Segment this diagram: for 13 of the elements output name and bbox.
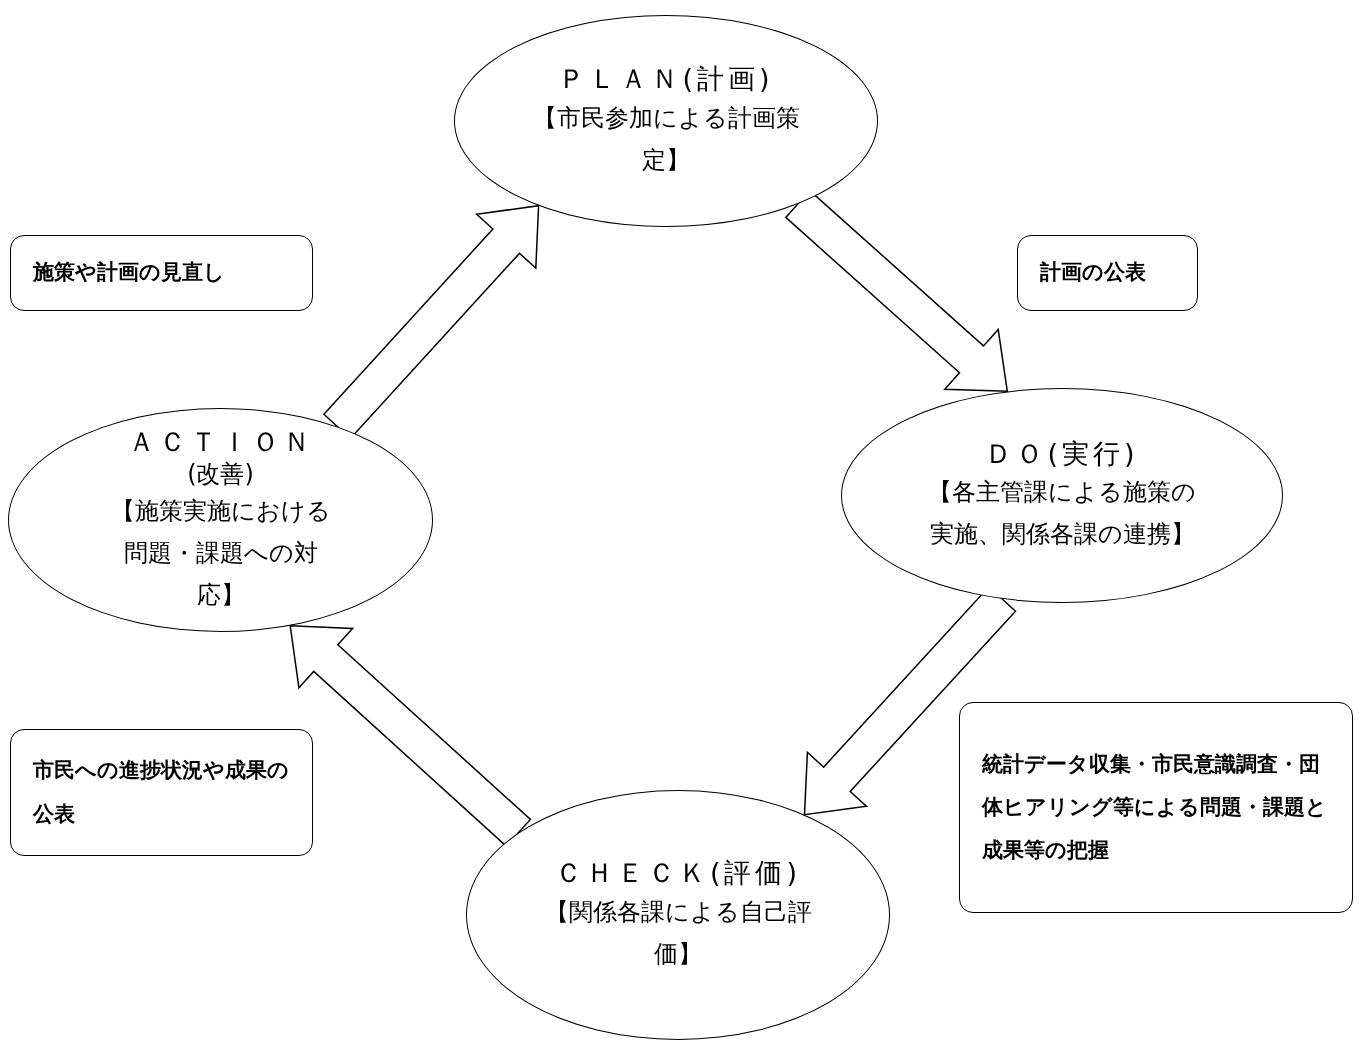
note-box: 計画の公表	[1017, 235, 1198, 311]
phase-description: 【関係各課による自己評価】	[543, 896, 813, 970]
phase-title: ＡＣＴＩＯＮ	[127, 424, 314, 459]
phase-description: 【施策実施における問題・課題への対応】	[109, 496, 332, 612]
phase-title: ＰＬＡＮ(計画)	[558, 62, 774, 97]
phase-title: ＣＨＥＣＫ(評価)	[554, 856, 802, 891]
phase-description: 【市民参加による計画策定】	[531, 102, 801, 176]
phase-description: 【各主管課による施策の実施、関係各課の連携】	[927, 477, 1197, 551]
note-box: 市民への進捗状況や成果の公表	[10, 729, 313, 856]
note-box: 統計データ収集・市民意識調査・団体ヒアリング等による問題・課題と成果等の把握	[959, 702, 1353, 913]
note-box: 施策や計画の見直し	[10, 235, 313, 311]
phase-title: ＤＯ(実行)	[985, 436, 1139, 471]
phase-subtitle: (改善)	[187, 458, 254, 490]
